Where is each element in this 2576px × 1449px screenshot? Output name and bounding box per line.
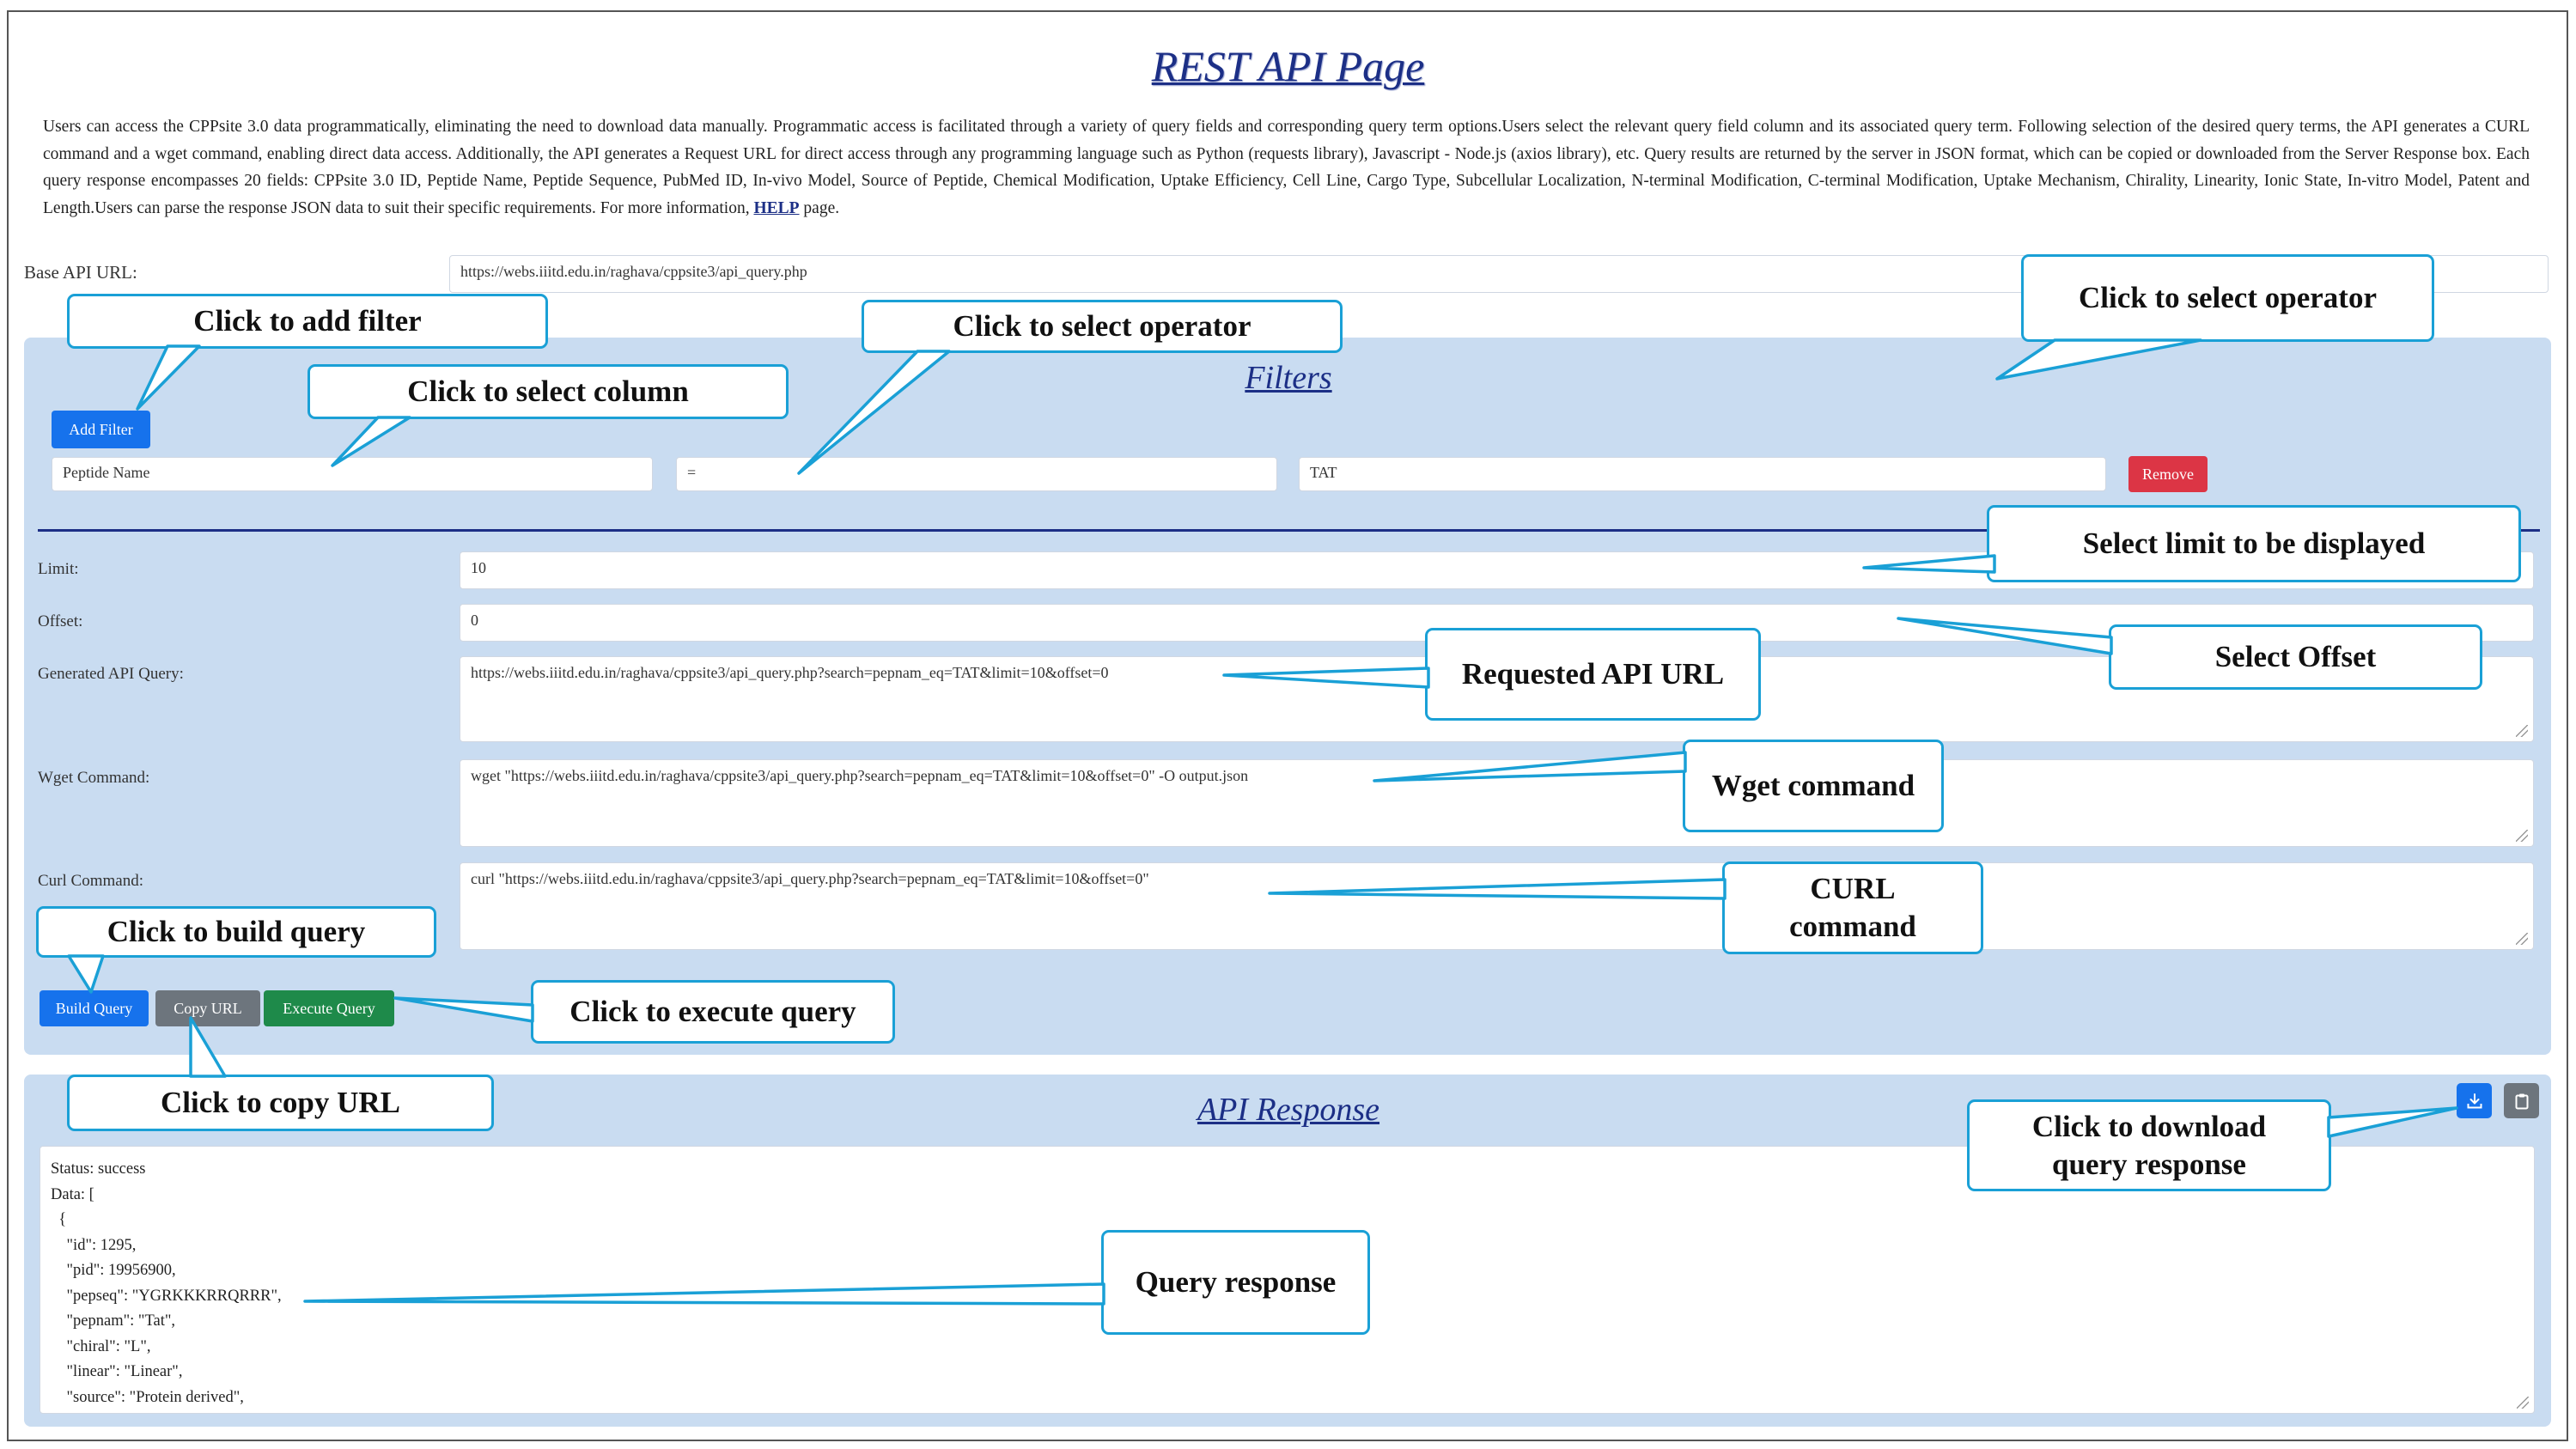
filter-operator-select[interactable]: =: [676, 457, 1277, 491]
add-filter-button[interactable]: Add Filter: [52, 411, 150, 448]
generated-query-label: Generated API Query:: [38, 665, 184, 683]
intro-end: page.: [803, 198, 840, 217]
execute-query-button[interactable]: Execute Query: [264, 990, 394, 1026]
callout-curl: CURL command: [1722, 861, 1983, 954]
wget-text: wget "https://webs.iiitd.edu.in/raghava/…: [471, 767, 1249, 784]
callout-query-response: Query response: [1101, 1230, 1370, 1335]
resize-grip[interactable]: [2516, 725, 2528, 737]
wget-textarea[interactable]: wget "https://webs.iiitd.edu.in/raghava/…: [460, 759, 2534, 847]
intro-text: Users can access the CPPsite 3.0 data pr…: [43, 118, 2530, 217]
callout-select-operator-2: Click to select operator: [2021, 254, 2434, 342]
resize-grip[interactable]: [2517, 1397, 2529, 1409]
copy-url-button[interactable]: Copy URL: [155, 990, 260, 1026]
help-link[interactable]: HELP: [753, 198, 800, 217]
remove-filter-button[interactable]: Remove: [2128, 456, 2208, 492]
callout-execute-query: Click to execute query: [531, 980, 895, 1044]
callout-build-query: Click to build query: [36, 906, 436, 958]
callout-copy-url: Click to copy URL: [67, 1075, 494, 1131]
callout-select-column: Click to select column: [308, 364, 789, 419]
callout-wget: Wget command: [1683, 740, 1944, 832]
callout-select-operator-1: Click to select operator: [862, 300, 1343, 353]
build-query-button[interactable]: Build Query: [40, 990, 149, 1026]
filter-column-select[interactable]: Peptide Name: [52, 457, 653, 491]
download-icon: [2467, 1093, 2482, 1108]
base-url-label: Base API URL:: [24, 262, 137, 283]
curl-label: Curl Command:: [38, 872, 143, 890]
filter-value-input[interactable]: TAT: [1299, 457, 2106, 491]
response-title: API Response: [1197, 1092, 1380, 1128]
response-json: Status: success Data: [ { "id": 1295, "p…: [51, 1160, 282, 1406]
filters-title: Filters: [1245, 360, 1332, 396]
generated-query-text: https://webs.iiitd.edu.in/raghava/cppsit…: [471, 664, 1109, 681]
resize-grip[interactable]: [2516, 933, 2528, 945]
wget-label: Wget Command:: [38, 769, 150, 787]
download-button[interactable]: [2457, 1083, 2492, 1118]
curl-text: curl "https://webs.iiitd.edu.in/raghava/…: [471, 870, 1149, 887]
callout-requested-url: Requested API URL: [1425, 628, 1761, 721]
callout-select-offset: Select Offset: [2109, 624, 2482, 690]
copy-response-button[interactable]: [2504, 1083, 2539, 1118]
page-title: REST API Page: [1151, 42, 1425, 90]
callout-download: Click to download query response: [1967, 1099, 2331, 1191]
callout-select-limit: Select limit to be displayed: [1987, 505, 2521, 582]
filters-divider: [38, 529, 2540, 532]
offset-label: Offset:: [38, 612, 83, 630]
intro-paragraph: Users can access the CPPsite 3.0 data pr…: [43, 113, 2530, 222]
limit-label: Limit:: [38, 560, 79, 578]
clipboard-icon: [2515, 1093, 2528, 1109]
resize-grip[interactable]: [2516, 830, 2528, 842]
curl-textarea[interactable]: curl "https://webs.iiitd.edu.in/raghava/…: [460, 862, 2534, 950]
callout-add-filter: Click to add filter: [67, 294, 548, 349]
